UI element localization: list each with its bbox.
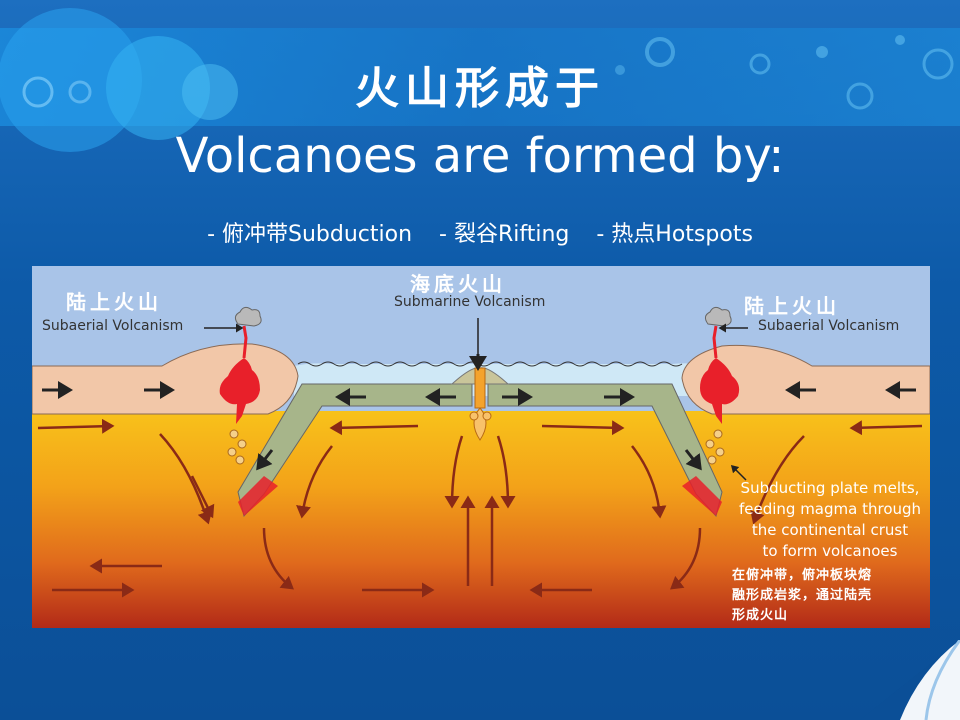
slide-title-chinese: 火山形成于	[355, 63, 605, 114]
note-line: 形成火山	[732, 608, 789, 623]
left-label-english: Subaerial Volcanism	[42, 318, 184, 334]
left-label-chinese: 陆上火山	[66, 290, 162, 314]
note-line: to form volcanoes	[762, 542, 898, 560]
subduction-note-english: Subducting plate melts, feeding magma th…	[732, 478, 928, 562]
note-line: 融形成岩浆，通过陆壳	[732, 588, 873, 603]
center-label-chinese: 海底火山	[410, 272, 506, 296]
note-line: the continental crust	[751, 521, 909, 539]
subduction-note-chinese: 在俯冲带，俯冲板块熔 融形成岩浆，通过陆壳 形成火山	[732, 566, 928, 626]
right-label-english: Subaerial Volcanism	[758, 318, 900, 334]
page-curl-decoration	[860, 640, 960, 720]
note-line: Subducting plate melts,	[740, 479, 920, 497]
center-label-english: Submarine Volcanism	[394, 294, 546, 310]
slide-title-english: Volcanoes are formed by:	[175, 128, 785, 184]
note-line: feeding magma through	[738, 500, 922, 518]
right-label-chinese: 陆上火山	[744, 294, 840, 318]
volcanism-diagram: 陆上火山 Subaerial Volcanism 海底火山 Submarine …	[31, 266, 931, 628]
subtitle-item-rifting: - 裂谷Rifting	[439, 222, 570, 247]
slide-subtitle: - 俯冲带Subduction - 裂谷Rifting - 热点Hotspots	[0, 216, 960, 248]
subtitle-item-subduction: - 俯冲带Subduction	[207, 222, 413, 247]
note-line: 在俯冲带，俯冲板块熔	[732, 568, 873, 583]
plate-tectonics-illustration	[31, 266, 931, 628]
subtitle-item-hotspots: - 热点Hotspots	[596, 222, 753, 247]
